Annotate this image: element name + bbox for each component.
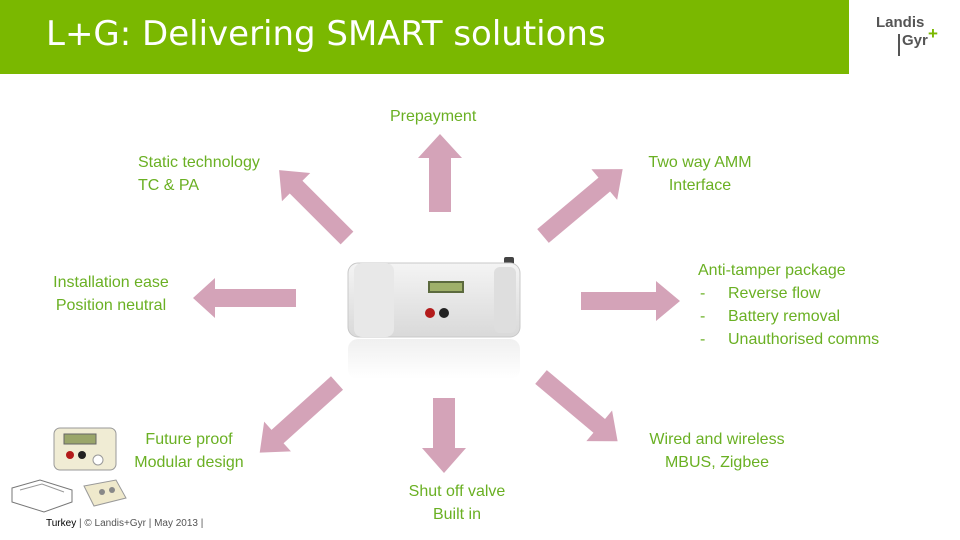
wired-line2: MBUS, Zigbee: [664, 454, 770, 471]
label-future-proof: Future proof Modular design: [118, 428, 260, 474]
twoway-line1: Two way AMM: [648, 154, 752, 171]
logo-line2: Gyr: [902, 32, 928, 49]
title-bar: L+G: Delivering SMART solutions: [0, 0, 849, 74]
label-shut-off-valve: Shut off valve Built in: [386, 480, 528, 526]
arrow-left: [193, 278, 296, 318]
label-wired-wireless: Wired and wireless MBUS, Zigbee: [636, 428, 798, 474]
footer: Turkey | © Landis+Gyr | May 2013 |: [46, 518, 203, 529]
tamper-item-text: Unauthorised comms: [728, 331, 880, 348]
arrow-up: [418, 134, 462, 212]
smart-meter-image: [347, 257, 521, 379]
label-static-technology: Static technology TC & PA: [138, 151, 260, 197]
device-illustrations: [11, 427, 127, 513]
tamper-item: -Battery removal: [700, 308, 841, 325]
tamper-title: Anti-tamper package: [698, 262, 846, 279]
logo-bar: [898, 34, 900, 56]
logo-plus: +: [928, 24, 938, 43]
arrow-up-left: [279, 170, 354, 245]
module-line-drawing: [11, 479, 73, 513]
arrow-down: [422, 398, 466, 473]
tamper-item-text: Battery removal: [728, 308, 841, 325]
install-line1: Installation ease: [53, 274, 169, 291]
label-two-way-amm: Two way AMM Interface: [630, 151, 770, 197]
static-line2: TC & PA: [138, 177, 200, 194]
display-unit-image: [53, 427, 117, 471]
shutoff-line1: Shut off valve: [408, 483, 506, 500]
footer-country: Turkey: [46, 518, 77, 529]
label-prepayment: Prepayment: [390, 105, 476, 128]
footer-copyright: | © Landis+Gyr | May 2013 |: [76, 518, 204, 529]
landis-gyr-logo: Landis Gyr +: [876, 14, 946, 60]
tamper-item: -Unauthorised comms: [700, 331, 880, 348]
future-line1: Future proof: [145, 431, 233, 448]
install-line2: Position neutral: [55, 297, 167, 314]
tamper-item: -Reverse flow: [700, 285, 821, 302]
keypad-unit-image: [83, 479, 127, 507]
future-line2: Modular design: [134, 454, 244, 471]
slide-title: L+G: Delivering SMART solutions: [46, 14, 606, 54]
logo-line1: Landis: [876, 14, 925, 31]
arrow-down-right: [535, 370, 618, 442]
prepayment-text: Prepayment: [390, 108, 477, 125]
label-anti-tamper: Anti-tamper package -Reverse flow -Batte…: [698, 259, 879, 351]
label-installation: Installation ease Position neutral: [38, 271, 184, 317]
arrow-right: [581, 281, 680, 321]
wired-line1: Wired and wireless: [649, 431, 785, 448]
arrow-down-left: [259, 376, 344, 453]
twoway-line2: Interface: [668, 177, 732, 194]
arrow-up-right: [537, 169, 623, 243]
tamper-item-text: Reverse flow: [728, 285, 821, 302]
shutoff-line2: Built in: [432, 506, 482, 523]
static-line1: Static technology: [138, 154, 260, 171]
